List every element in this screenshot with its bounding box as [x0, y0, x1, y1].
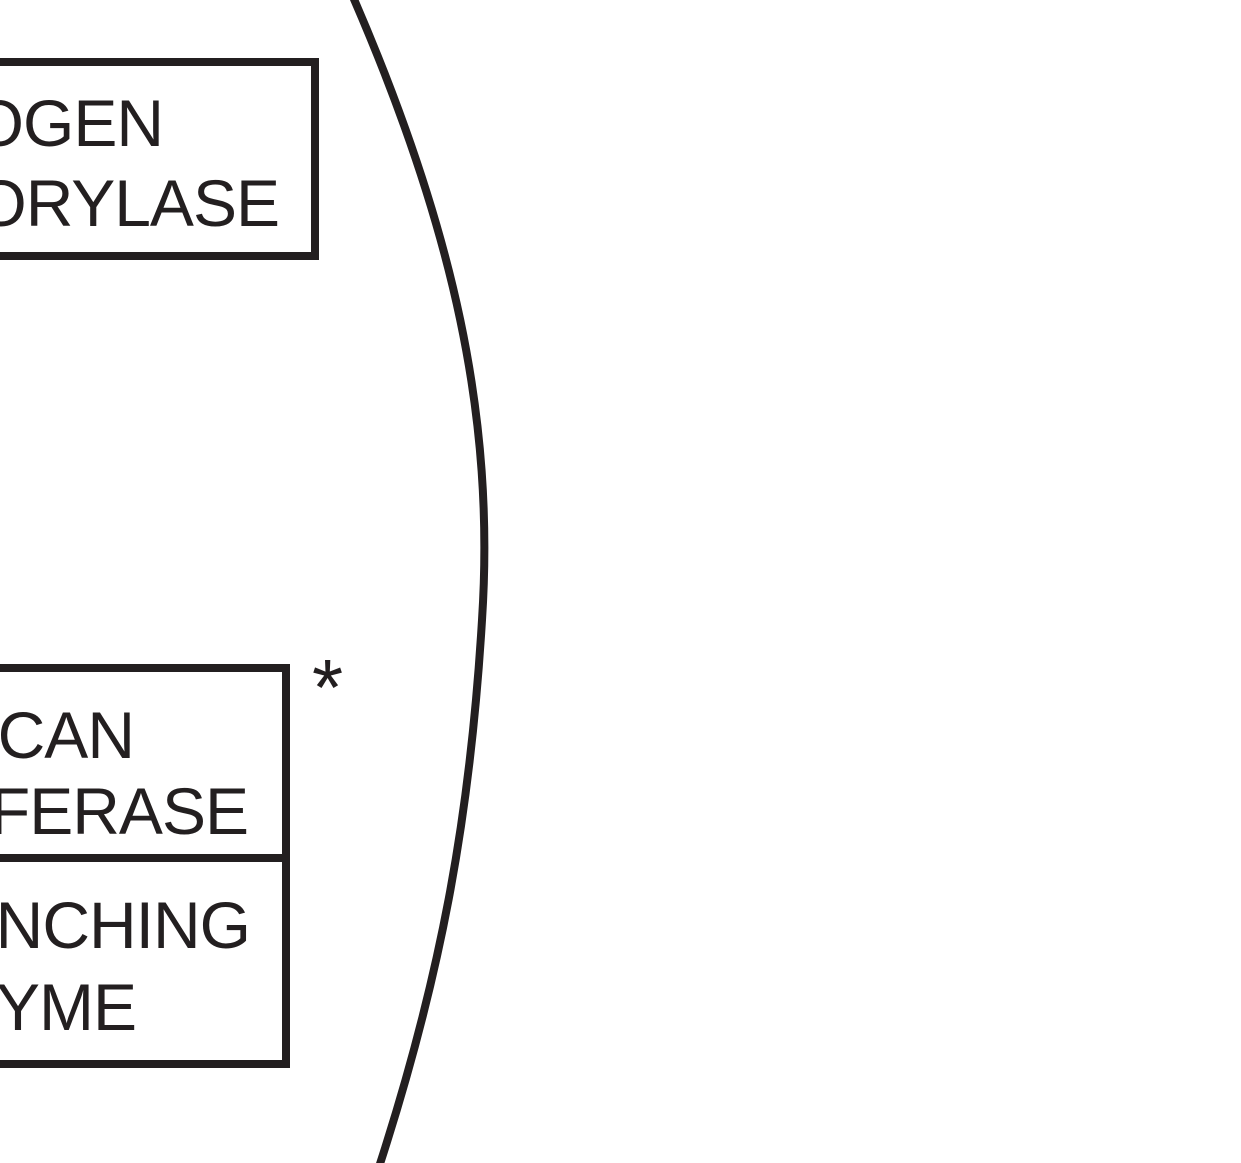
phosphorylase-label-line1: OGEN — [0, 86, 164, 160]
asterisk-marker: * — [312, 643, 344, 732]
phosphorylase-box: OGEN ORYLASE — [0, 58, 319, 260]
branching-enzyme-box: NCHING YME — [0, 854, 290, 1068]
transferase-label-line1: CAN — [0, 698, 135, 772]
transferase-label-line2: FERASE — [0, 774, 249, 848]
cell-membrane-curve — [349, 0, 489, 1163]
transferase-box: CAN FERASE — [0, 664, 290, 862]
phosphorylase-label-line2: ORYLASE — [0, 166, 280, 240]
branching-label-line2: YME — [0, 970, 137, 1044]
branching-label-line1: NCHING — [0, 888, 251, 962]
